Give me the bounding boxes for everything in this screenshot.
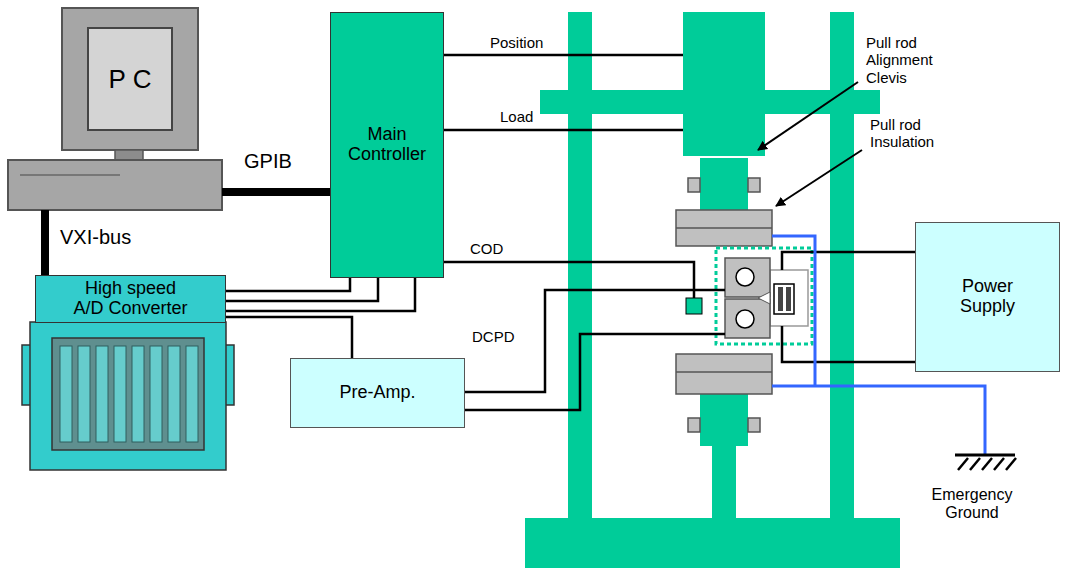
controller-box: Main Controller [330, 12, 444, 278]
drawing-part [440, 129, 683, 132]
drawing-part [770, 270, 808, 326]
ct-specimen [716, 248, 812, 344]
drawing-part [736, 310, 754, 328]
drawing-part [774, 284, 794, 314]
ad-chassis [22, 322, 234, 470]
leader-arrows [758, 82, 862, 206]
drawing-part [758, 82, 858, 150]
card-slot [186, 346, 198, 442]
drawing-part [688, 418, 700, 432]
drawing-part [688, 178, 700, 192]
drawing-part [758, 292, 770, 304]
ground-hatch [958, 458, 968, 470]
drawing-part [676, 371, 772, 373]
drawing-part [465, 334, 725, 410]
drawing-part [440, 54, 683, 57]
card-slot [132, 346, 144, 442]
drawing-part [782, 252, 915, 270]
drawing-part [725, 258, 770, 297]
drawing-part [772, 236, 815, 386]
drawing-part [568, 12, 592, 522]
card-slot [78, 346, 90, 442]
drawing-part [676, 227, 772, 229]
computer: P C [8, 8, 222, 210]
drawing-part [748, 178, 760, 192]
drawing-part [700, 158, 748, 210]
part-label: Pull rod Insulation [870, 116, 950, 151]
node-text: Pre-Amp. [339, 383, 415, 403]
ad-converter-box: High speed A/D Converter [35, 275, 226, 323]
part-label: DCPD [472, 328, 515, 345]
drawing-part [716, 248, 812, 344]
drawing-part [62, 8, 198, 150]
drawing-part [778, 287, 783, 311]
connector [222, 188, 330, 196]
part-label: Pull rod Alignment Clevis [866, 34, 946, 86]
drawing-part [830, 12, 854, 522]
connector [226, 317, 352, 358]
ground-hatch [994, 458, 1004, 470]
part-label: Load [500, 108, 533, 125]
drawing-part [776, 150, 862, 206]
card-slots [60, 346, 198, 442]
node-text: P C [109, 65, 152, 94]
card-slot [96, 346, 108, 442]
cod-gauge [686, 298, 702, 314]
part-label: COD [470, 240, 503, 257]
drawing-part [772, 386, 985, 455]
connector [226, 278, 378, 301]
drawing-part [88, 28, 172, 130]
screen-area: P C [88, 28, 172, 130]
signal-wires [440, 55, 915, 410]
bus-label: VXI-bus [58, 226, 133, 249]
drawing-part [736, 268, 754, 286]
card-slot [60, 346, 72, 442]
card-slot [168, 346, 180, 442]
node-text: Main Controller [337, 125, 437, 165]
ground-hatch [970, 458, 980, 470]
drawing-part [782, 326, 915, 362]
preamp-box: Pre-Amp. [290, 358, 465, 428]
drawing-part [786, 287, 791, 311]
card-slot [150, 346, 162, 442]
drawing-part [52, 338, 204, 450]
drawing-part [525, 518, 900, 568]
drawing-part [30, 322, 226, 470]
drawing-part [8, 160, 222, 210]
pc-drawing [8, 8, 222, 210]
ground-hatch [1006, 458, 1016, 470]
drawing-part [465, 290, 725, 392]
bus-label: GPIB [242, 150, 294, 173]
connector [226, 278, 350, 291]
drawing-part [20, 174, 120, 176]
drawing-part [115, 150, 143, 160]
drawing-part [683, 114, 765, 156]
ground-hatch [982, 458, 992, 470]
connector [226, 278, 415, 311]
power-supply-box: Power Supply [915, 222, 1060, 372]
drawing-part [712, 446, 736, 518]
drawing-part [748, 418, 760, 432]
part-label: Position [490, 34, 543, 51]
grips [676, 178, 772, 432]
drawing-part [955, 454, 1015, 457]
part-label: Emergency Ground [922, 486, 1022, 523]
drawing-part [683, 12, 765, 90]
node-text: Power Supply [943, 277, 1033, 317]
drawing-part [725, 299, 770, 338]
card-slot [114, 346, 126, 442]
connector [41, 210, 49, 275]
drawing-part [676, 210, 772, 246]
drawing-part [700, 394, 748, 446]
drawing-part [440, 262, 694, 298]
ground-symbol [955, 455, 1016, 470]
drawing-part [676, 354, 772, 394]
node-text: High speed A/D Converter [71, 279, 191, 319]
